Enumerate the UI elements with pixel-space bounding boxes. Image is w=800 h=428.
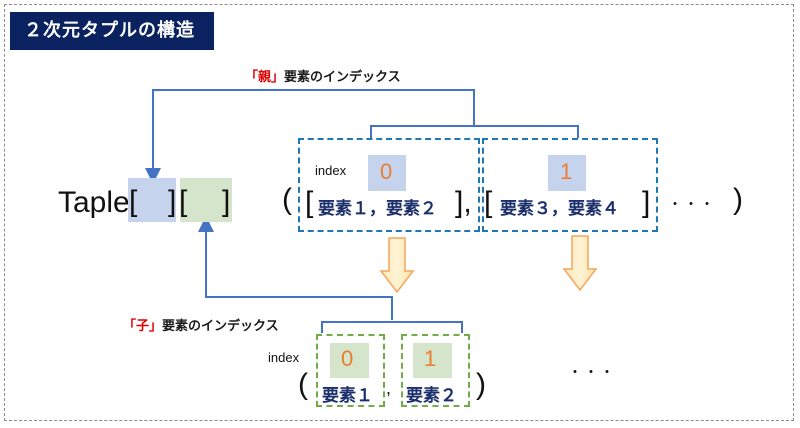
- inner-item-1-content: 要素２: [406, 386, 457, 406]
- inner-open-paren: (: [298, 368, 308, 401]
- inner-index-0: 0: [341, 346, 354, 371]
- outer-item-1-open: [: [484, 186, 493, 219]
- inner-index-1-highlight: [413, 343, 452, 378]
- label-open-quote: 「: [123, 319, 137, 334]
- outer-index-0-highlight: [368, 155, 406, 191]
- child-bracket: [321, 321, 463, 333]
- label-close-quote: 」: [271, 70, 285, 85]
- parent-index-label: 「親」要素のインデックス: [245, 66, 401, 85]
- label-close-quote: 」: [149, 319, 163, 334]
- outer-close-paren: ): [733, 183, 743, 216]
- outer-open-paren: (: [282, 183, 292, 216]
- inner-index-1: 1: [424, 346, 437, 371]
- child-index-slot: [180, 178, 232, 222]
- diagram-frame: [4, 4, 794, 421]
- label-parent-word: 親: [258, 70, 272, 85]
- inner-item-0-content: 要素１: [322, 386, 373, 406]
- down-arrow-left-icon: [379, 237, 415, 294]
- outer-index-1-highlight: [548, 155, 586, 191]
- child-connector-line: [205, 220, 393, 320]
- inner-item-0-box: [316, 334, 385, 407]
- outer-item-0-close: ],: [455, 186, 472, 219]
- inner-index-0-highlight: [330, 343, 369, 378]
- outer-item-0-content: 要素１，要素２: [318, 199, 437, 219]
- outer-item-0-open: [: [305, 186, 314, 219]
- inner-separator: ,: [386, 378, 392, 398]
- inner-index-label: index: [268, 350, 300, 365]
- parent-index-slot: [128, 178, 176, 222]
- outer-ellipsis: ・・・: [668, 196, 716, 212]
- label-child-word: 子: [136, 319, 150, 334]
- child-index-label: 「子」要素のインデックス: [123, 315, 279, 334]
- outer-item-0-box: [298, 138, 480, 232]
- bracket-open-2: [: [179, 185, 188, 218]
- down-arrow-right-icon: [562, 235, 598, 292]
- taple-name: Taple: [58, 186, 130, 219]
- outer-item-1-content: 要素３，要素４: [500, 199, 619, 219]
- label-rest-text: 要素のインデックス: [284, 70, 401, 85]
- outer-item-1-box: [482, 138, 658, 232]
- outer-index-label: index: [315, 163, 347, 178]
- bracket-open-1: [: [129, 185, 138, 218]
- inner-item-1-box: [401, 334, 470, 407]
- inner-close-paren: ): [476, 368, 486, 401]
- label-open-quote: 「: [245, 70, 259, 85]
- bracket-close-2: ]: [222, 185, 231, 218]
- outer-index-0: 0: [380, 159, 393, 184]
- outer-item-1-close: ]: [642, 186, 651, 219]
- parent-bracket: [370, 125, 579, 138]
- outer-index-1: 1: [560, 159, 573, 184]
- label-rest-text: 要素のインデックス: [162, 319, 279, 334]
- inner-ellipsis: ・・・: [568, 364, 616, 380]
- diagram-title: ２次元タプルの構造: [10, 12, 214, 50]
- bracket-close-1: ]: [168, 185, 177, 218]
